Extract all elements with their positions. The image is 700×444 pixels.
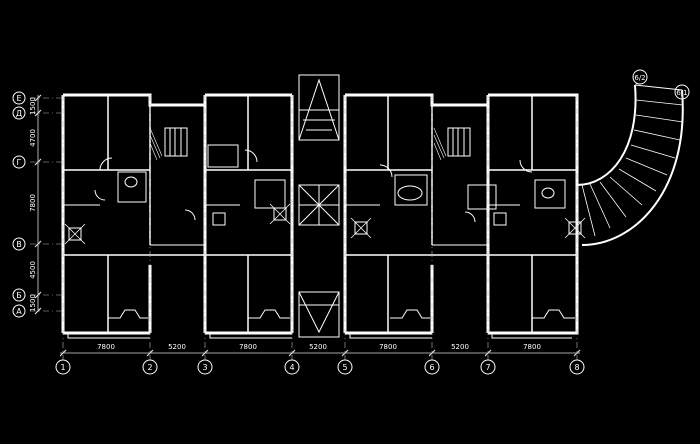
axis-marker-6: 6: [424, 359, 440, 375]
svg-text:5: 5: [342, 363, 347, 372]
axis-marker-1: 1: [55, 359, 71, 375]
axis-marker-6-1: 6/1: [674, 84, 690, 100]
span-label: 5200: [451, 343, 469, 351]
svg-text:Г: Г: [17, 158, 22, 167]
axis-marker-3: 3: [197, 359, 213, 375]
axis-marker-5: 5: [337, 359, 353, 375]
row-span-labels: 1500 4700 7800 4500 1500: [29, 97, 37, 312]
svg-text:1: 1: [60, 363, 65, 372]
axis-marker-D: Д: [12, 106, 26, 120]
span-label: 5200: [309, 343, 327, 351]
svg-text:6/1: 6/1: [676, 89, 687, 97]
curved-axis-markers: 6/2 6/1: [632, 69, 690, 100]
span-label: 5200: [168, 343, 186, 351]
axis-marker-E: Е: [12, 91, 26, 105]
svg-text:8: 8: [574, 363, 579, 372]
svg-text:А: А: [16, 307, 22, 316]
svg-text:Е: Е: [16, 94, 21, 103]
svg-text:2: 2: [147, 363, 152, 372]
span-label: 7800: [523, 343, 541, 351]
column-span-labels: 7800 5200 7800 5200 7800 5200 7800: [97, 343, 541, 351]
left-dimension-line: [30, 94, 63, 315]
span-label: 7800: [239, 343, 257, 351]
axis-marker-2: 2: [142, 359, 158, 375]
axis-marker-6-2: 6/2: [632, 69, 648, 86]
axis-marker-7: 7: [480, 359, 496, 375]
axis-marker-B: Б: [12, 288, 26, 302]
axis-marker-A: А: [12, 304, 26, 318]
span-label: 7800: [97, 343, 115, 351]
svg-text:3: 3: [202, 363, 207, 372]
svg-text:6/2: 6/2: [634, 74, 645, 82]
svg-text:Д: Д: [16, 109, 22, 118]
svg-text:4: 4: [289, 363, 294, 372]
row-axis-markers: Е Д Г В Б А: [12, 91, 26, 318]
curved-stair-wing: [576, 84, 684, 246]
floor-plan-walls: [61, 74, 586, 339]
axis-marker-V: В: [12, 237, 26, 251]
span-label: 1500: [29, 294, 37, 312]
bottom-dimension-line: [59, 349, 581, 357]
svg-text:В: В: [16, 240, 22, 249]
svg-text:6: 6: [429, 363, 434, 372]
span-label: 7800: [29, 194, 37, 212]
axis-marker-G: Г: [12, 155, 26, 169]
column-axis-lines: [62, 95, 578, 360]
span-label: 1500: [29, 97, 37, 115]
column-axis-markers: 1 2 3 4 5 6 7 8: [55, 359, 585, 375]
svg-text:Б: Б: [16, 291, 22, 300]
span-label: 4700: [29, 129, 37, 147]
span-label: 4500: [29, 261, 37, 279]
span-label: 7800: [379, 343, 397, 351]
axis-marker-8: 8: [569, 359, 585, 375]
svg-text:7: 7: [485, 363, 490, 372]
axis-marker-4: 4: [284, 359, 300, 375]
